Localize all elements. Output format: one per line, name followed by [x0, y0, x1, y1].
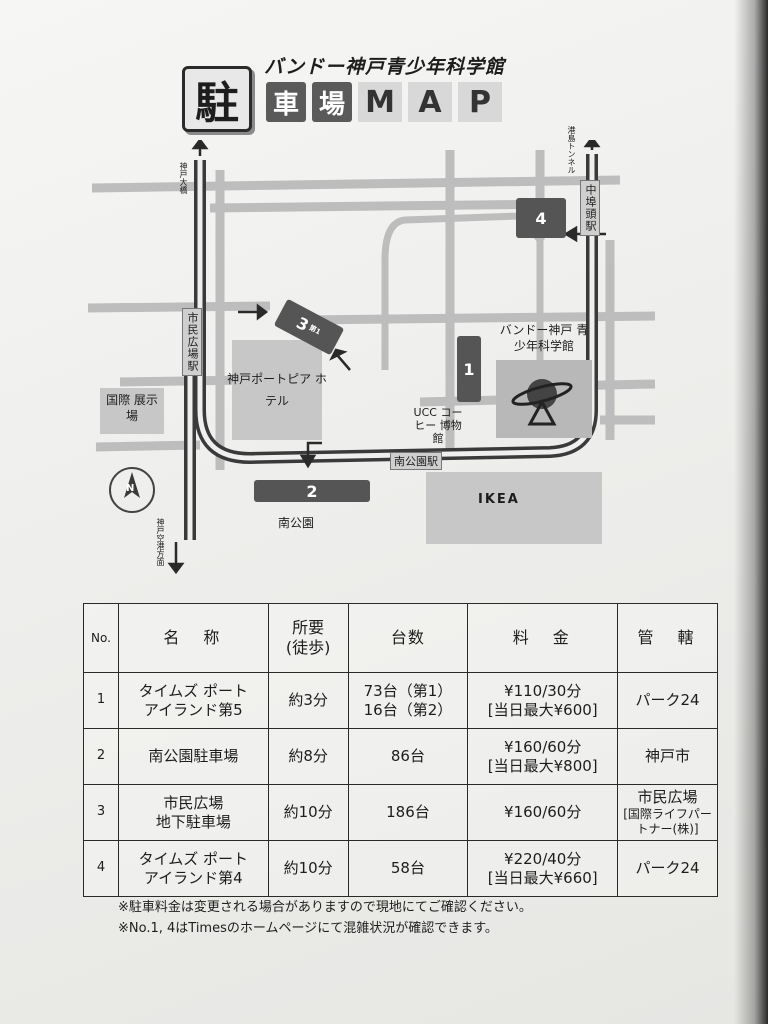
parking-lot-4: 4: [516, 198, 566, 238]
header-fee: 料 金: [467, 603, 619, 673]
header-name: 名 称: [117, 603, 269, 673]
cell-capacity-line1: 73台（第1）: [363, 681, 453, 700]
cell-no: 4: [83, 840, 119, 897]
table-row: 1 タイムズ ポートアイランド第5 約3分 73台（第1）16台（第2） ¥11…: [83, 672, 718, 729]
header-time-line1: 所要: [292, 618, 325, 637]
cell-manager: パーク24: [617, 840, 718, 897]
header-time-line2: (徒歩): [285, 638, 331, 657]
parking-lot-3-sub: 第1: [307, 323, 322, 337]
cell-no: 3: [83, 784, 119, 841]
cell-fee-line1: ¥160/60分: [504, 737, 582, 756]
cell-manager: 市民広場[国際ライフパートナー(株)]: [617, 784, 718, 841]
table-row: 4 タイムズ ポートアイランド第4 約10分 58台 ¥220/40分[当日最大…: [83, 840, 718, 897]
label-intl-exhibition: 国際 展示場: [106, 393, 158, 424]
cell-fee: ¥110/30分[当日最大¥600]: [467, 672, 619, 729]
title-main: 車 場 M A P: [266, 82, 502, 122]
title-char-1: 車: [266, 82, 306, 122]
cell-manager: 神戸市: [617, 728, 718, 785]
table-header-row: No. 名 称 所要 (徒歩) 台数 料 金 管 轄: [83, 603, 718, 673]
cell-manager-line1: 市民広場: [637, 788, 698, 807]
cell-fee: ¥220/40分[当日最大¥660]: [467, 840, 619, 897]
planet-icon: [511, 379, 573, 426]
cell-fee-line2: [当日最大¥600]: [487, 700, 598, 719]
header-time: 所要 (徒歩): [267, 603, 349, 673]
cell-manager-line1: 神戸市: [645, 747, 691, 766]
cell-no: 1: [83, 672, 119, 729]
label-naka-futo-station: 中埠頭駅: [580, 180, 600, 236]
label-ucc-museum: UCC コーヒー 博物館: [413, 406, 463, 446]
cell-fee-line1: ¥220/40分: [504, 849, 582, 868]
cell-name-line1: タイムズ ポート: [138, 681, 249, 700]
map-roads: [87, 140, 656, 575]
ikea-block: [426, 472, 602, 544]
cell-fee: ¥160/60分[当日最大¥800]: [467, 728, 619, 785]
cell-fee: ¥160/60分: [467, 784, 619, 841]
cell-name: 南公園駐車場: [117, 728, 269, 785]
title-letter-m: M: [358, 82, 402, 122]
cell-manager: パーク24: [617, 672, 718, 729]
parking-lot-2: 2: [254, 480, 370, 502]
cell-capacity: 73台（第1）16台（第2）: [347, 672, 469, 729]
cell-time: 約3分: [267, 672, 349, 729]
label-minami-koen-station: 南公園駅: [390, 452, 442, 470]
cell-time: 約10分: [267, 840, 349, 897]
cell-name-line2: アイランド第4: [143, 868, 243, 887]
cell-capacity: 186台: [347, 784, 469, 841]
table-row: 3 市民広場地下駐車場 約10分 186台 ¥160/60分 市民広場[国際ライ…: [83, 784, 718, 841]
cell-name-line1: 南公園駐車場: [148, 747, 239, 766]
cell-capacity-line1: 58台: [390, 859, 425, 878]
table-row: 2 南公園駐車場 約8分 86台 ¥160/60分[当日最大¥800] 神戸市: [83, 728, 718, 785]
footnotes: ※駐車料金は変更される場合がありますので現地にてご確認ください。 ※No.1, …: [118, 897, 532, 939]
label-portopia-hotel: 神戸ポートピア ホテル: [227, 372, 327, 408]
label-shimin-hiroba-station: 市民広場駅: [182, 308, 202, 376]
cell-name: タイムズ ポートアイランド第4: [117, 840, 269, 897]
cell-time: 約10分: [267, 784, 349, 841]
cell-name-line1: タイムズ ポート: [138, 849, 249, 868]
cell-fee-line2: [当日最大¥800]: [487, 756, 598, 775]
label-science-museum: バンドー神戸 青少年科学館: [499, 323, 589, 354]
title-letter-p: P: [458, 82, 502, 122]
label-kobe-ohashi: 神戸大橋: [179, 162, 188, 194]
cell-manager-line1: パーク24: [635, 691, 700, 710]
cell-capacity-line1: 86台: [390, 747, 425, 766]
cell-name-line2: アイランド第5: [143, 700, 243, 719]
title-big-char: 駐: [182, 66, 252, 132]
title-char-2: 場: [312, 82, 352, 122]
cell-manager-line2: [国際ライフパートナー(株)]: [623, 806, 712, 836]
label-ikea: IKEA: [478, 492, 520, 507]
title-brand: バンドー神戸青少年科学館: [264, 56, 505, 78]
header-capacity: 台数: [347, 603, 469, 673]
cell-name-line1: 市民広場: [163, 793, 224, 812]
cell-name: 市民広場地下駐車場: [117, 784, 269, 841]
label-minatojima-tunnel: 港島トンネル: [567, 126, 576, 174]
label-kobe-airport: 神戸空港方面: [156, 518, 165, 566]
cell-name-line2: 地下駐車場: [155, 812, 231, 831]
exhibition-block: [100, 388, 164, 434]
cell-name: タイムズ ポートアイランド第5: [117, 672, 269, 729]
cell-capacity: 86台: [347, 728, 469, 785]
paper-edge-shadow: [734, 0, 768, 1024]
cell-capacity-line2: 16台（第2）: [363, 700, 453, 719]
label-minami-koen: 南公園: [278, 516, 315, 530]
cell-capacity-line1: 186台: [386, 803, 430, 822]
cell-time: 約8分: [267, 728, 349, 785]
north-arrow-label: N: [126, 483, 135, 494]
cell-fee-line1: ¥110/30分: [504, 681, 582, 700]
title-letter-a: A: [408, 82, 452, 122]
parking-lot-1: 1: [457, 336, 481, 402]
cell-manager-line1: パーク24: [635, 859, 700, 878]
cell-fee-line1: ¥160/60分: [504, 803, 582, 822]
footnote-1: ※駐車料金は変更される場合がありますので現地にてご確認ください。: [118, 900, 532, 915]
cell-capacity: 58台: [347, 840, 469, 897]
map-title: 駐 バンドー神戸青少年科学館 車 場 M A P: [176, 48, 566, 132]
footnote-2: ※No.1, 4はTimesのホームページにて混雑状況が確認できます。: [118, 921, 498, 936]
header-manager: 管 轄: [617, 603, 718, 673]
cell-no: 2: [83, 728, 119, 785]
portopia-block: [232, 340, 322, 440]
parking-table: No. 名 称 所要 (徒歩) 台数 料 金 管 轄 1 タイムズ ポートアイラ…: [83, 603, 718, 897]
cell-fee-line2: [当日最大¥660]: [487, 868, 598, 887]
header-no: No.: [83, 603, 119, 673]
